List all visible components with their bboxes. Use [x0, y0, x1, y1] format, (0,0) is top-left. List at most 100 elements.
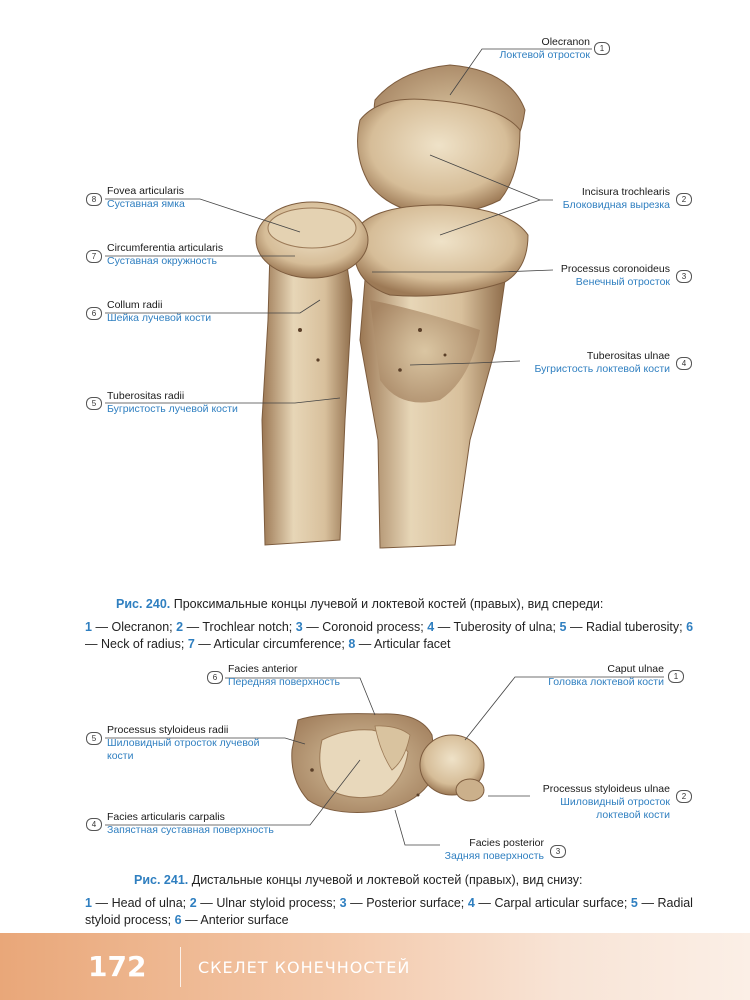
legend-text: — Coronoid process;: [306, 620, 424, 634]
badge-4: 4: [86, 818, 102, 831]
badge-8: 8: [86, 193, 102, 206]
label-latin: Processus styloideus ulnae: [542, 783, 670, 795]
label-circumferentia-articularis: Circumferentia articularis Суставная окр…: [107, 242, 277, 268]
figure-241-caption: Рис. 241. Дистальные концы лучевой и лок…: [134, 873, 582, 887]
legend-num: 2: [176, 620, 184, 634]
label-russian: Блоковидная вырезка: [562, 199, 670, 211]
label-tuberositas-ulnae: Tuberositas ulnae Бугристость локтевой к…: [500, 350, 670, 376]
label-russian: Задняя поверхность: [444, 850, 544, 862]
legend-num: 4: [467, 896, 475, 910]
label-latin: Processus styloideus radii: [107, 724, 229, 736]
legend-text: — Anterior surface: [185, 913, 289, 927]
legend-text: — Olecranon;: [95, 620, 173, 634]
legend-text: — Head of ulna;: [95, 896, 187, 910]
label-processus-styloideus-radii: Processus styloideus radii Шиловидный от…: [107, 724, 297, 763]
figure-241-legend: 1 — Head of ulna; 2 — Ulnar styloid proc…: [85, 895, 693, 929]
label-russian: Локтевой отросток: [499, 49, 590, 61]
page-footer: [0, 933, 750, 1000]
legend-text: — Articular facet: [358, 637, 451, 651]
badge-2: 2: [676, 790, 692, 803]
footer-divider: [180, 947, 181, 987]
label-russian: Запястная суставная поверхность: [107, 824, 274, 836]
figure-240-leader-lines: [105, 48, 592, 404]
legend-num: 1: [85, 896, 92, 910]
legend-text: — Articular circumference;: [198, 637, 345, 651]
figure-240-caption: Рис. 240. Проксимальные концы лучевой и …: [116, 597, 603, 611]
legend-num: 8: [348, 637, 356, 651]
label-processus-styloideus-ulnae: Processus styloideus ulnae Шиловидный от…: [520, 783, 670, 822]
label-latin: Collum radii: [107, 299, 163, 311]
legend-text: — Radial styloid process;: [85, 896, 693, 927]
label-facies-articularis-carpalis: Facies articularis carpalis Запястная су…: [107, 811, 307, 837]
label-latin: Tuberositas radii: [107, 390, 185, 402]
label-russian-line2: локтевой кости: [596, 809, 670, 821]
figure-241-bones: [291, 713, 485, 813]
caption-text: Проксимальные концы лучевой и локтевой к…: [173, 597, 604, 611]
label-russian: Головка локтевой кости: [548, 676, 664, 688]
label-latin: Tuberositas ulnae: [586, 350, 670, 362]
label-olecranon: Olecranon Локтевой отросток: [462, 36, 590, 62]
label-latin: Fovea articularis: [107, 185, 185, 197]
label-russian: Суставная окружность: [107, 255, 218, 267]
caption-figure-number: Рис. 240.: [116, 597, 171, 611]
label-caput-ulnae: Caput ulnae Головка локтевой кости: [520, 663, 664, 689]
badge-2: 2: [676, 193, 692, 206]
label-processus-coronoideus: Processus coronoideus Венечный отросток: [520, 263, 670, 289]
legend-num: 3: [339, 896, 347, 910]
label-russian: Бугристость лучевой кости: [107, 403, 238, 415]
legend-num: 2: [189, 896, 197, 910]
badge-6: 6: [207, 671, 223, 684]
label-latin: Olecranon: [541, 36, 590, 48]
label-latin: Processus coronoideus: [560, 263, 670, 275]
badge-4: 4: [676, 357, 692, 370]
legend-text: — Neck of radius;: [85, 637, 185, 651]
legend-num: 3: [295, 620, 303, 634]
label-latin: Facies posterior: [469, 837, 544, 849]
label-latin: Incisura trochlearis: [581, 186, 670, 198]
figure-240-bones: [255, 64, 529, 549]
badge-5: 5: [86, 397, 102, 410]
badge-1: 1: [594, 42, 610, 55]
badge-1: 1: [668, 670, 684, 683]
legend-text: — Posterior surface;: [350, 896, 465, 910]
legend-text: — Radial tuberosity;: [569, 620, 683, 634]
label-russian-line2: кости: [107, 750, 134, 762]
label-latin: Facies anterior: [228, 663, 298, 675]
label-latin: Circumferentia articularis: [107, 242, 224, 254]
legend-num: 6: [686, 620, 694, 634]
legend-num: 4: [427, 620, 435, 634]
label-russian: Бугристость локтевой кости: [534, 363, 670, 375]
label-incisura-trochlearis: Incisura trochlearis Блоковидная вырезка: [520, 186, 670, 212]
legend-text: — Carpal articular surface;: [478, 896, 628, 910]
label-collum-radii: Collum radii Шейка лучевой кости: [107, 299, 267, 325]
badge-6: 6: [86, 307, 102, 320]
figure-240-legend: 1 — Olecranon; 2 — Trochlear notch; 3 — …: [85, 619, 693, 653]
label-facies-posterior: Facies posterior Задняя поверхность: [420, 837, 544, 863]
page-number: 172: [88, 950, 147, 983]
label-russian: Шиловидный отросток лучевой: [107, 737, 260, 749]
label-russian: Шейка лучевой кости: [107, 312, 212, 324]
label-latin: Caput ulnae: [607, 663, 664, 675]
label-russian: Шиловидный отросток: [560, 796, 670, 808]
label-russian: Суставная ямка: [107, 198, 185, 210]
legend-num: 7: [187, 637, 195, 651]
badge-3: 3: [676, 270, 692, 283]
legend-num: 5: [559, 620, 567, 634]
caption-text: Дистальные концы лучевой и локтевой кост…: [191, 873, 583, 887]
legend-num: 1: [85, 620, 92, 634]
legend-num: 5: [630, 896, 638, 910]
label-facies-anterior: Facies anterior Передняя поверхность: [228, 663, 368, 689]
label-russian: Венечный отросток: [575, 276, 670, 288]
label-fovea-articularis: Fovea articularis Суставная ямка: [107, 185, 267, 211]
section-title: СКЕЛЕТ КОНЕЧНОСТЕЙ: [198, 958, 411, 977]
label-russian: Передняя поверхность: [228, 676, 341, 688]
figure-241-leader-lines: [105, 676, 664, 846]
badge-3: 3: [550, 845, 566, 858]
legend-text: — Ulnar styloid process;: [200, 896, 337, 910]
label-tuberositas-radii: Tuberositas radii Бугристость лучевой ко…: [107, 390, 277, 416]
label-latin: Facies articularis carpalis: [107, 811, 225, 823]
badge-5: 5: [86, 732, 102, 745]
badge-7: 7: [86, 250, 102, 263]
legend-text: — Trochlear notch;: [186, 620, 293, 634]
